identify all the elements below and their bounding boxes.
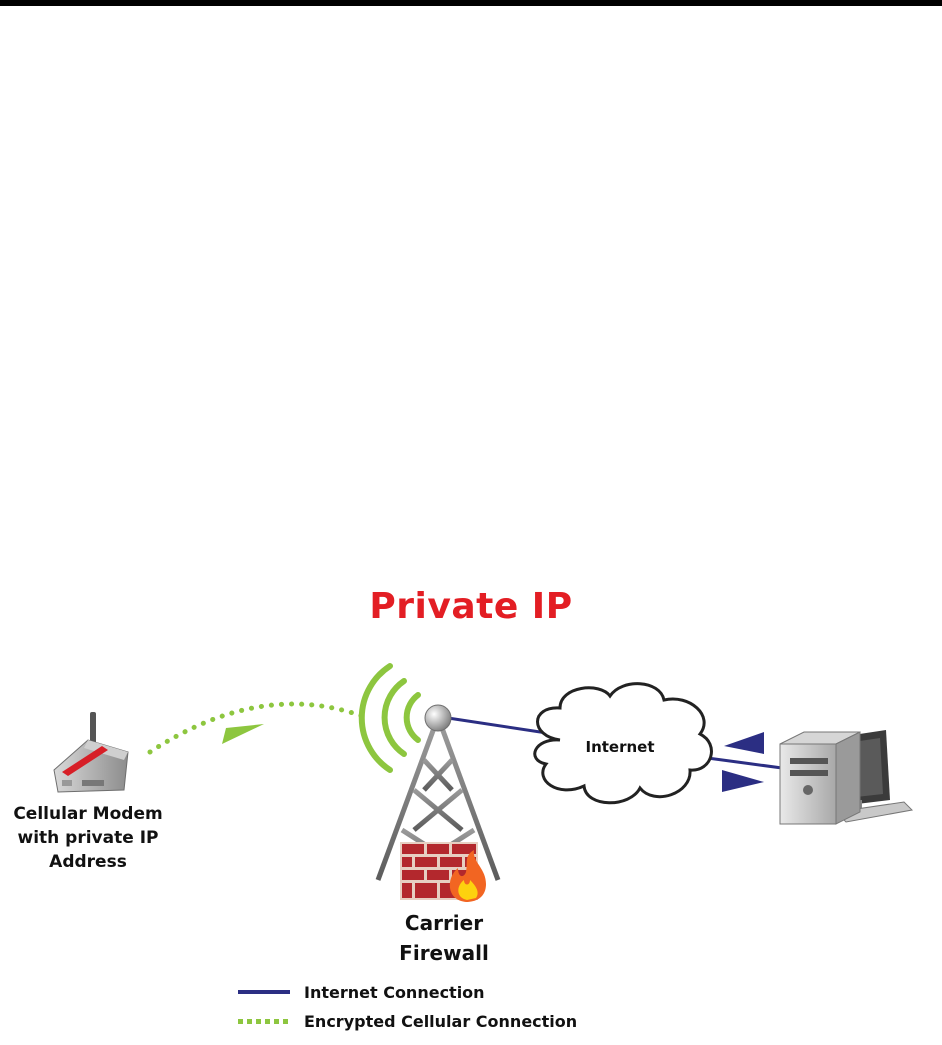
cellular-connection-line [147,701,365,755]
legend-dotted-line [238,1018,290,1024]
legend-label: Encrypted Cellular Connection [304,1011,578,1031]
cellular-modem-icon [53,712,129,793]
diagram-title: Private IP [369,586,573,627]
internet-label: Internet [585,738,655,756]
computer-icon [779,730,914,825]
legend-solid-line [238,990,290,994]
signal-waves-icon [358,663,421,773]
legend-label: Internet Connection [304,982,485,1002]
legend-internet-connection: Internet Connection [238,979,485,1005]
cellular-arrow [222,724,264,744]
legend-encrypted-cellular-connection: Encrypted Cellular Connection [238,1008,577,1034]
modem-label: Cellular Modem with private IP Address [13,804,163,872]
inbound-arrow [724,732,764,754]
internet-cloud-icon [533,682,713,805]
top-border [0,0,942,6]
carrier-firewall-label: Carrier Firewall [399,911,489,965]
internet-connection-line-pc [699,755,783,770]
firewall-icon [400,842,486,902]
tower-beacon-icon [424,704,452,732]
outbound-arrow [722,770,764,792]
